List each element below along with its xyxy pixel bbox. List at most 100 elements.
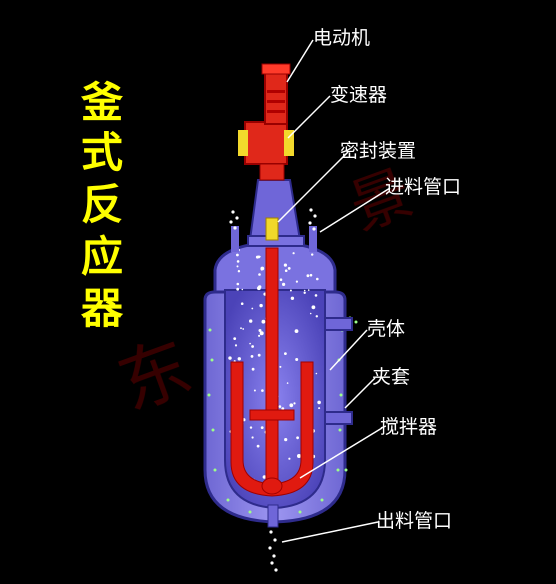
label-jacket: 夹套 xyxy=(372,366,411,388)
bubble xyxy=(249,342,251,345)
bubble xyxy=(311,305,316,310)
bubble xyxy=(256,444,260,448)
bubble xyxy=(258,334,261,337)
bubble xyxy=(279,365,282,368)
bubble xyxy=(278,405,282,408)
leader-lines xyxy=(277,39,391,543)
label-shell: 壳体 xyxy=(367,318,406,340)
svg-text:景: 景 xyxy=(341,158,421,244)
bubble xyxy=(294,329,299,333)
bubble xyxy=(292,252,295,255)
bubble xyxy=(297,454,301,458)
bubble xyxy=(262,475,267,479)
label-outlet: 出料管口 xyxy=(376,510,453,532)
bubble xyxy=(236,253,239,257)
bubble xyxy=(286,382,289,384)
bubble xyxy=(303,291,306,294)
bubble xyxy=(233,337,237,340)
motor xyxy=(261,63,291,125)
bubble xyxy=(236,265,239,268)
bubble xyxy=(316,277,319,281)
bubble xyxy=(236,260,240,263)
bubble xyxy=(228,356,232,360)
title-char-2: 式 xyxy=(80,128,123,177)
bubble xyxy=(306,274,310,278)
bubble xyxy=(309,312,312,315)
bubble xyxy=(314,294,318,297)
bubble xyxy=(258,329,262,332)
svg-text:东: 东 xyxy=(108,325,202,426)
bubble xyxy=(259,331,264,336)
bubble xyxy=(287,267,291,270)
bubble xyxy=(253,389,256,392)
bubble xyxy=(284,438,288,442)
bubble xyxy=(259,303,263,308)
bubble xyxy=(307,289,310,291)
bubble xyxy=(257,255,261,259)
bubble xyxy=(293,402,296,405)
bubble xyxy=(315,372,318,375)
bubble xyxy=(240,327,242,330)
bubble xyxy=(289,403,294,408)
bubble xyxy=(279,278,283,282)
bubble xyxy=(251,345,255,348)
bubble xyxy=(234,344,238,347)
bubble xyxy=(257,286,261,291)
reducer xyxy=(238,121,294,181)
bubble xyxy=(281,407,285,410)
bubble xyxy=(249,426,253,429)
bubble xyxy=(295,280,298,283)
bubble xyxy=(289,289,292,292)
title-char-5: 器 xyxy=(80,284,123,333)
title-char-3: 反 xyxy=(80,180,123,229)
outlet-drops xyxy=(268,530,278,572)
bubble xyxy=(241,288,244,291)
bubble xyxy=(317,400,321,405)
bubble xyxy=(237,357,241,361)
title-char-1: 釜 xyxy=(80,78,123,127)
outlet-pipe xyxy=(267,504,279,528)
bubble xyxy=(260,426,264,429)
bubble xyxy=(237,270,241,273)
label-agitator: 搅拌器 xyxy=(380,416,438,438)
bubble xyxy=(283,263,287,267)
bubble xyxy=(295,358,299,361)
bubble xyxy=(260,268,263,271)
bubble xyxy=(309,273,313,277)
seal xyxy=(265,217,279,241)
bubble xyxy=(261,319,266,324)
bubble xyxy=(257,353,261,357)
label-seal: 密封装置 xyxy=(340,140,417,162)
bubble xyxy=(284,269,288,273)
bubble xyxy=(250,355,254,358)
bubble xyxy=(242,328,245,330)
bubble xyxy=(249,319,253,323)
title-char-4: 应 xyxy=(80,232,123,281)
bubble xyxy=(251,436,254,439)
label-inlet: 进料管口 xyxy=(385,176,462,198)
label-motor: 电动机 xyxy=(313,27,371,49)
bubble xyxy=(240,302,244,306)
bubble xyxy=(236,287,240,291)
inlet-nozzles xyxy=(231,226,317,252)
label-reducer: 变速器 xyxy=(330,84,388,106)
bubble xyxy=(261,389,264,392)
bubble xyxy=(311,253,314,256)
inlet-spray xyxy=(229,208,317,231)
bubble xyxy=(251,367,255,371)
bubble xyxy=(284,352,287,355)
bubble xyxy=(236,282,240,286)
bubble xyxy=(258,273,261,276)
drive-stand xyxy=(247,179,305,247)
bubble xyxy=(315,315,318,318)
bubble xyxy=(318,407,321,410)
bubble xyxy=(290,296,295,300)
bubble xyxy=(251,307,254,310)
bubble xyxy=(288,457,291,460)
bubble xyxy=(303,289,306,292)
agitator xyxy=(230,247,314,497)
bubble xyxy=(296,436,299,440)
bubble xyxy=(282,282,286,286)
